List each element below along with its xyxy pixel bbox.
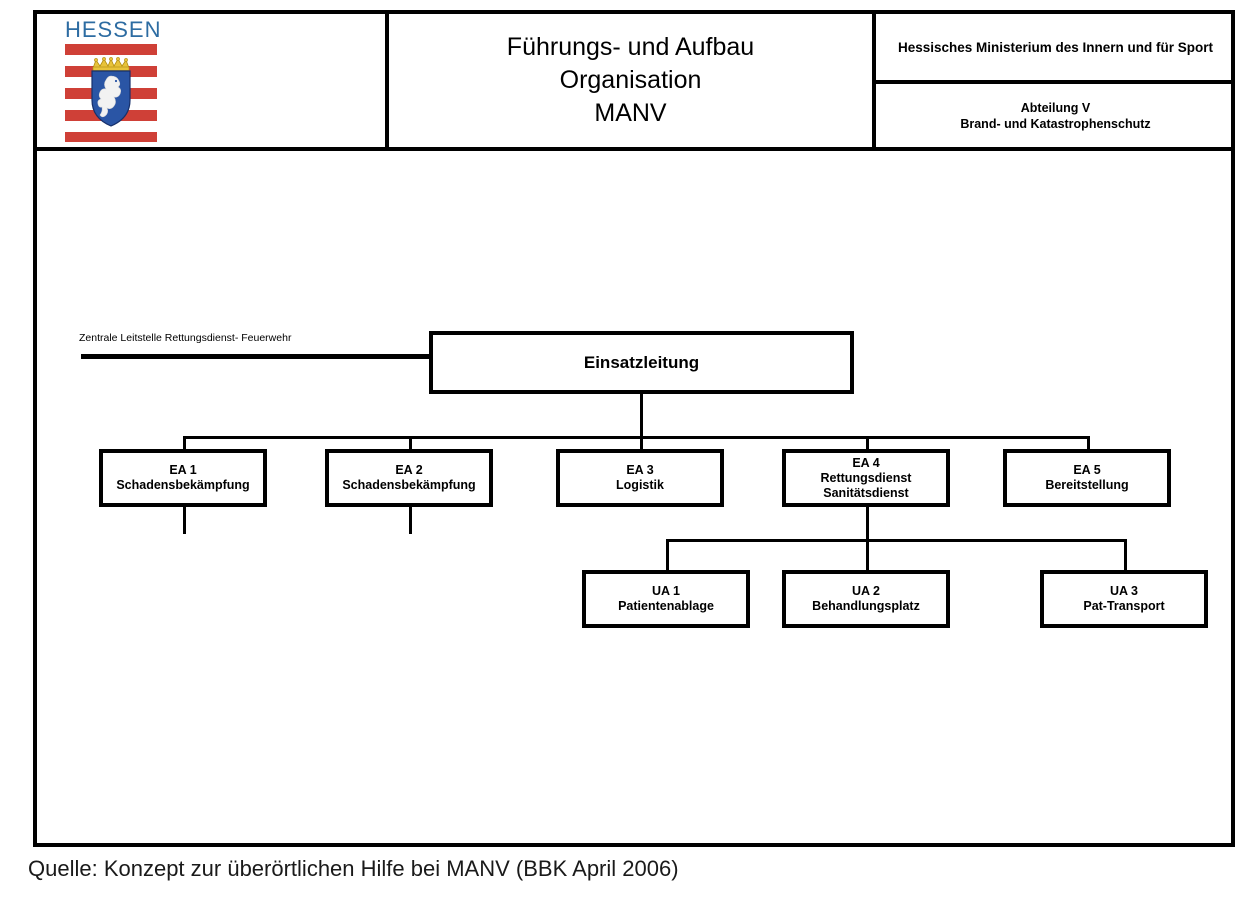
node-einsatzleitung-line-1: Einsatzleitung [583,352,700,372]
node-ua2[interactable]: UA 2 Behandlungsplatz [782,570,950,628]
node-ea2[interactable]: EA 2 Schadensbekämpfung [325,449,493,507]
node-ea3-label: EA 3 Logistik [616,463,664,493]
node-ua1[interactable]: UA 1 Patientenablage [582,570,750,628]
node-ea5-line-2: Bereitstellung [1045,478,1129,492]
logo-cell: HESSEN [37,14,385,147]
node-ua3-line-2: Pat-Transport [1083,599,1165,613]
node-ea5[interactable]: EA 5 Bereitstellung [1003,449,1171,507]
ministry-name: Hessisches Ministerium des Innern und fü… [897,39,1214,55]
source-caption: Quelle: Konzept zur überörtlichen Hilfe … [28,856,679,881]
node-ua2-line-2: Behandlungsplatz [812,599,920,613]
connector-einsatzleitung-drop [640,394,643,438]
connector-ea4-drop [866,507,869,577]
connector-drop-ua1 [666,539,669,577]
node-ua3-line-1: UA 3 [1109,584,1138,598]
org-chart: Zentrale Leitstelle Rettungsdienst- Feue… [37,151,1231,843]
node-ea4-line-2: Rettungsdienst [820,470,912,485]
document-header: HESSEN [37,14,1235,151]
node-ea2-line-1: EA 2 [395,463,423,477]
node-ea3-line-2: Logistik [616,478,664,492]
zentrale-leitstelle-label: Zentrale Leitstelle Rettungsdienst- Feue… [79,332,292,344]
hessen-flag-stripes [65,44,157,142]
header-divider-left [385,14,389,147]
connector-ua-bus [666,539,1127,542]
node-ea5-line-1: EA 5 [1073,463,1101,477]
document-frame: HESSEN [33,10,1235,847]
node-ua2-label: UA 2 Behandlungsplatz [812,584,920,614]
connector-drop-ea3 [640,436,643,460]
hessen-coat-of-arms-icon [91,57,131,127]
node-ea1-label: EA 1 Schadensbekämpfung [116,463,249,493]
department-name: Abteilung V Brand- und Katastrophenschut… [960,100,1150,132]
department-cell: Abteilung V Brand- und Katastrophenschut… [876,84,1235,147]
node-ea1[interactable]: EA 1 Schadensbekämpfung [99,449,267,507]
connector-stub-ea2 [409,507,412,534]
connector-drop-ea5 [1087,436,1090,460]
connector-stub-ea1 [183,507,186,534]
node-einsatzleitung-label: Einsatzleitung [584,353,699,373]
hessen-wordmark: HESSEN [65,17,162,42]
title-line-3: MANV [594,99,667,127]
node-einsatzleitung[interactable]: Einsatzleitung [429,331,854,394]
node-ea4[interactable]: EA 4 Rettungsdienst Sanitätsdienst [782,449,950,507]
node-ea2-line-2: Schadensbekämpfung [342,478,476,492]
node-ea1-line-1: EA 1 [169,463,197,477]
node-ea3[interactable]: EA 3 Logistik [556,449,724,507]
title-line-2: Organisation [559,66,702,94]
node-ea3-line-1: EA 3 [626,463,654,477]
page-title: Führungs- und Aufbau Organisation MANV [507,31,754,130]
node-ea4-label: EA 4 Rettungsdienst Sanitätsdienst [821,456,912,501]
node-ea5-label: EA 5 Bereitstellung [1045,463,1128,493]
department-line-2: Brand- und Katastrophenschutz [960,116,1151,131]
node-ua1-label: UA 1 Patientenablage [618,584,714,614]
node-ua1-line-1: UA 1 [651,584,680,598]
node-ea4-line-3: Sanitätsdienst [823,485,909,500]
connector-ea-bus [183,436,1090,439]
node-ua2-line-1: UA 2 [851,584,880,598]
connector-leitstelle-to-einsatzleitung [81,354,431,359]
node-ea2-label: EA 2 Schadensbekämpfung [342,463,475,493]
title-line-1: Führungs- und Aufbau [506,33,755,61]
connector-drop-ua3 [1124,539,1127,577]
connector-drop-ea4 [866,436,869,460]
node-ua1-line-2: Patientenablage [618,599,714,613]
node-ua3[interactable]: UA 3 Pat-Transport [1040,570,1208,628]
connector-drop-ea1 [183,436,186,460]
header-divider-right [872,14,876,147]
title-cell: Führungs- und Aufbau Organisation MANV [389,14,872,147]
ministry-cell: Hessisches Ministerium des Innern und fü… [876,14,1235,84]
node-ea4-line-1: EA 4 [852,455,880,470]
connector-drop-ea2 [409,436,412,460]
hessen-logo: HESSEN [59,18,171,144]
department-line-1: Abteilung V [1020,100,1091,115]
node-ea1-line-2: Schadensbekämpfung [116,478,250,492]
node-ua3-label: UA 3 Pat-Transport [1083,584,1164,614]
